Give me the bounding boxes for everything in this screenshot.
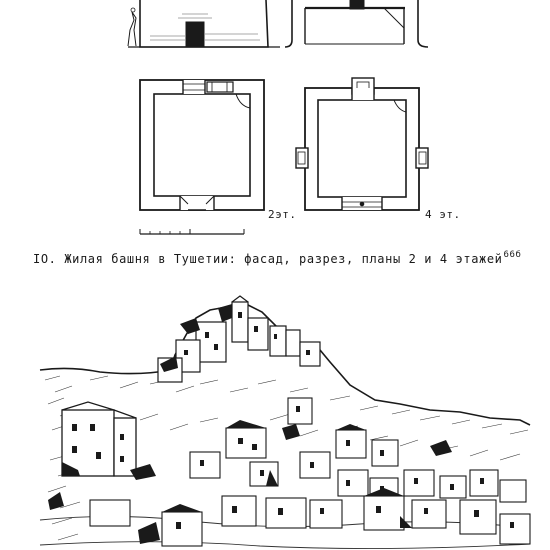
figure-caption: IO. Жилая башня в Тушетии: фасад, разрез… — [33, 250, 533, 266]
plan-floor-2 — [139, 79, 265, 211]
plan-floor-4 — [295, 77, 429, 211]
plan-label-floor-2: 2эт. — [268, 208, 297, 221]
tower-facade-drawing — [127, 0, 280, 48]
caption-number: IO. — [33, 252, 57, 266]
plan-label-floor-4: 4 эт. — [425, 208, 461, 221]
caption-reference: 66б — [503, 250, 522, 260]
caption-text: Жилая башня в Тушетии: фасад, разрез, пл… — [64, 252, 503, 266]
scale-bar — [139, 229, 245, 235]
mountain-village-sketch — [39, 295, 531, 550]
tower-section-drawing — [284, 0, 429, 48]
